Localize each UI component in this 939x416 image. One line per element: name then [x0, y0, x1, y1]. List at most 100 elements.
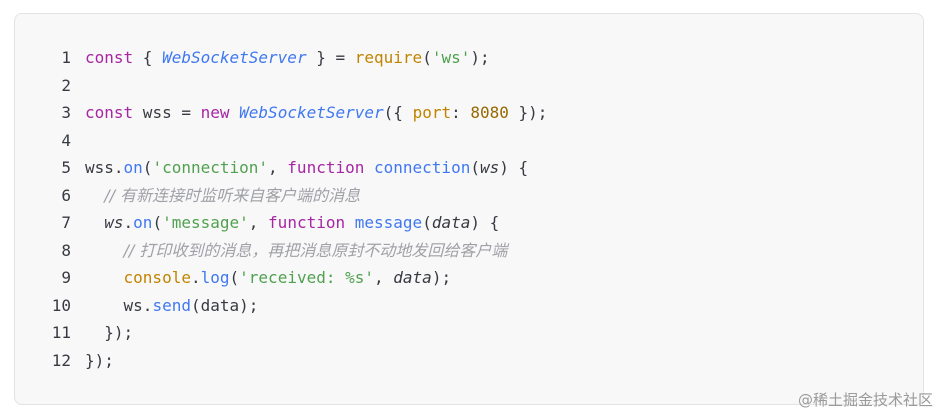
code-token: require	[354, 48, 423, 67]
line-number: 4	[61, 130, 71, 150]
line-source	[85, 127, 923, 155]
line-number: 5	[61, 158, 71, 177]
code-token: );	[470, 48, 490, 67]
code-token: wss.	[85, 158, 124, 177]
code-token: function	[268, 213, 346, 232]
code-comment: // 打印收到的消息，再把消息原封不动地发回给客户端	[123, 240, 508, 260]
line-source: wss.on('connection', function connection…	[85, 154, 923, 182]
line-number: 12	[51, 350, 71, 370]
code-token: ) {	[470, 213, 500, 232]
code-line: 8 // 打印收到的消息，再把消息原封不动地发回给客户端	[15, 237, 923, 265]
line-source: const wss = new WebSocketServer({ port: …	[85, 99, 923, 127]
code-token: 8080	[470, 103, 509, 122]
code-token: (	[470, 158, 480, 177]
code-line: 4	[15, 127, 923, 155]
line-number: 7	[61, 213, 71, 232]
code-line: 12});	[15, 347, 923, 375]
code-token: } =	[306, 48, 355, 67]
code-token: (data);	[190, 295, 259, 315]
code-token: ({	[383, 103, 413, 122]
code-token: ws.	[85, 295, 153, 315]
watermark-text: @稀土掘金技术社区	[797, 391, 933, 409]
code-token: port	[412, 103, 452, 122]
code-token: .	[123, 213, 134, 232]
code-token: 'received: %s'	[239, 268, 375, 287]
code-token: WebSocketServer	[162, 48, 307, 67]
code-token: on	[133, 213, 153, 232]
line-source: });	[85, 347, 923, 375]
code-token: :	[451, 103, 471, 122]
code-token: const	[85, 48, 134, 67]
code-token: new	[200, 103, 230, 122]
code-token: connection	[374, 158, 471, 177]
code-token: });	[85, 350, 114, 370]
code-token: wss =	[133, 103, 201, 122]
code-token: {	[133, 48, 163, 67]
code-token: on	[123, 158, 143, 177]
line-source: const { WebSocketServer } = require('ws'…	[85, 44, 923, 72]
line-number: 8	[61, 240, 71, 260]
code-line: 1 const { WebSocketServer } = require('ws…	[15, 44, 923, 72]
code-token: (	[229, 268, 240, 287]
line-source: });	[85, 319, 923, 347]
code-token	[85, 241, 124, 260]
line-source: console.log('received: %s', data);	[85, 264, 923, 292]
code-token: (	[422, 213, 432, 232]
line-number: 2	[61, 75, 71, 95]
code-comment: // 有新连接时监听来自客户端的消息	[104, 185, 361, 205]
line-number: 6	[61, 185, 71, 205]
line-number: 1	[61, 48, 71, 67]
code-token: (	[142, 158, 153, 177]
code-token: WebSocketServer	[239, 103, 384, 122]
code-line: 7 ws.on('message', function message(data…	[15, 209, 923, 237]
code-token: 'ws'	[431, 48, 471, 67]
code-token: });	[85, 323, 134, 342]
code-token: send	[152, 295, 191, 315]
line-source: // 打印收到的消息，再把消息原封不动地发回给客户端	[85, 237, 923, 265]
code-token: data	[431, 213, 471, 232]
code-token: ,	[268, 158, 288, 177]
line-number: 11	[51, 323, 71, 342]
code-token: ,	[374, 268, 394, 287]
code-token	[85, 268, 124, 287]
line-source	[85, 72, 923, 100]
code-token: (	[422, 48, 432, 67]
code-token: ,	[248, 213, 269, 232]
code-line: 3 const wss = new WebSocketServer({ port:…	[15, 99, 923, 127]
code-token: ) {	[499, 158, 529, 177]
code-token: (	[152, 213, 163, 232]
code-token	[364, 158, 374, 177]
code-line: 6 // 有新连接时监听来自客户端的消息	[15, 182, 923, 210]
code-token: 'connection'	[152, 158, 269, 177]
code-token: message	[354, 213, 423, 232]
code-token: log	[200, 268, 230, 287]
line-source: ws.send(data);	[85, 292, 923, 320]
code-token: 'message'	[162, 213, 249, 232]
code-token: const	[85, 103, 134, 122]
code-token: data	[393, 268, 432, 287]
code-token: ws	[104, 213, 124, 232]
watermark: @稀土掘金技术社区	[798, 389, 933, 410]
code-line: 10 ws.send(data);	[15, 292, 923, 320]
code-line: 2	[15, 72, 923, 100]
code-token: ws	[479, 158, 500, 177]
code-token: function	[287, 158, 365, 177]
line-number: 3	[61, 103, 71, 122]
code-token	[85, 186, 104, 205]
line-number: 10	[51, 295, 71, 315]
line-source: ws.on('message', function message(data) …	[85, 209, 923, 237]
code-token: });	[508, 103, 548, 122]
code-token	[345, 213, 355, 232]
code-token: );	[431, 268, 452, 287]
code-token: .	[190, 268, 201, 287]
line-number: 9	[61, 268, 71, 287]
code-token: console	[123, 268, 191, 287]
code-token	[230, 103, 240, 122]
code-line: 11 });	[15, 319, 923, 347]
line-source: // 有新连接时监听来自客户端的消息	[85, 182, 923, 210]
code-token	[85, 213, 104, 232]
